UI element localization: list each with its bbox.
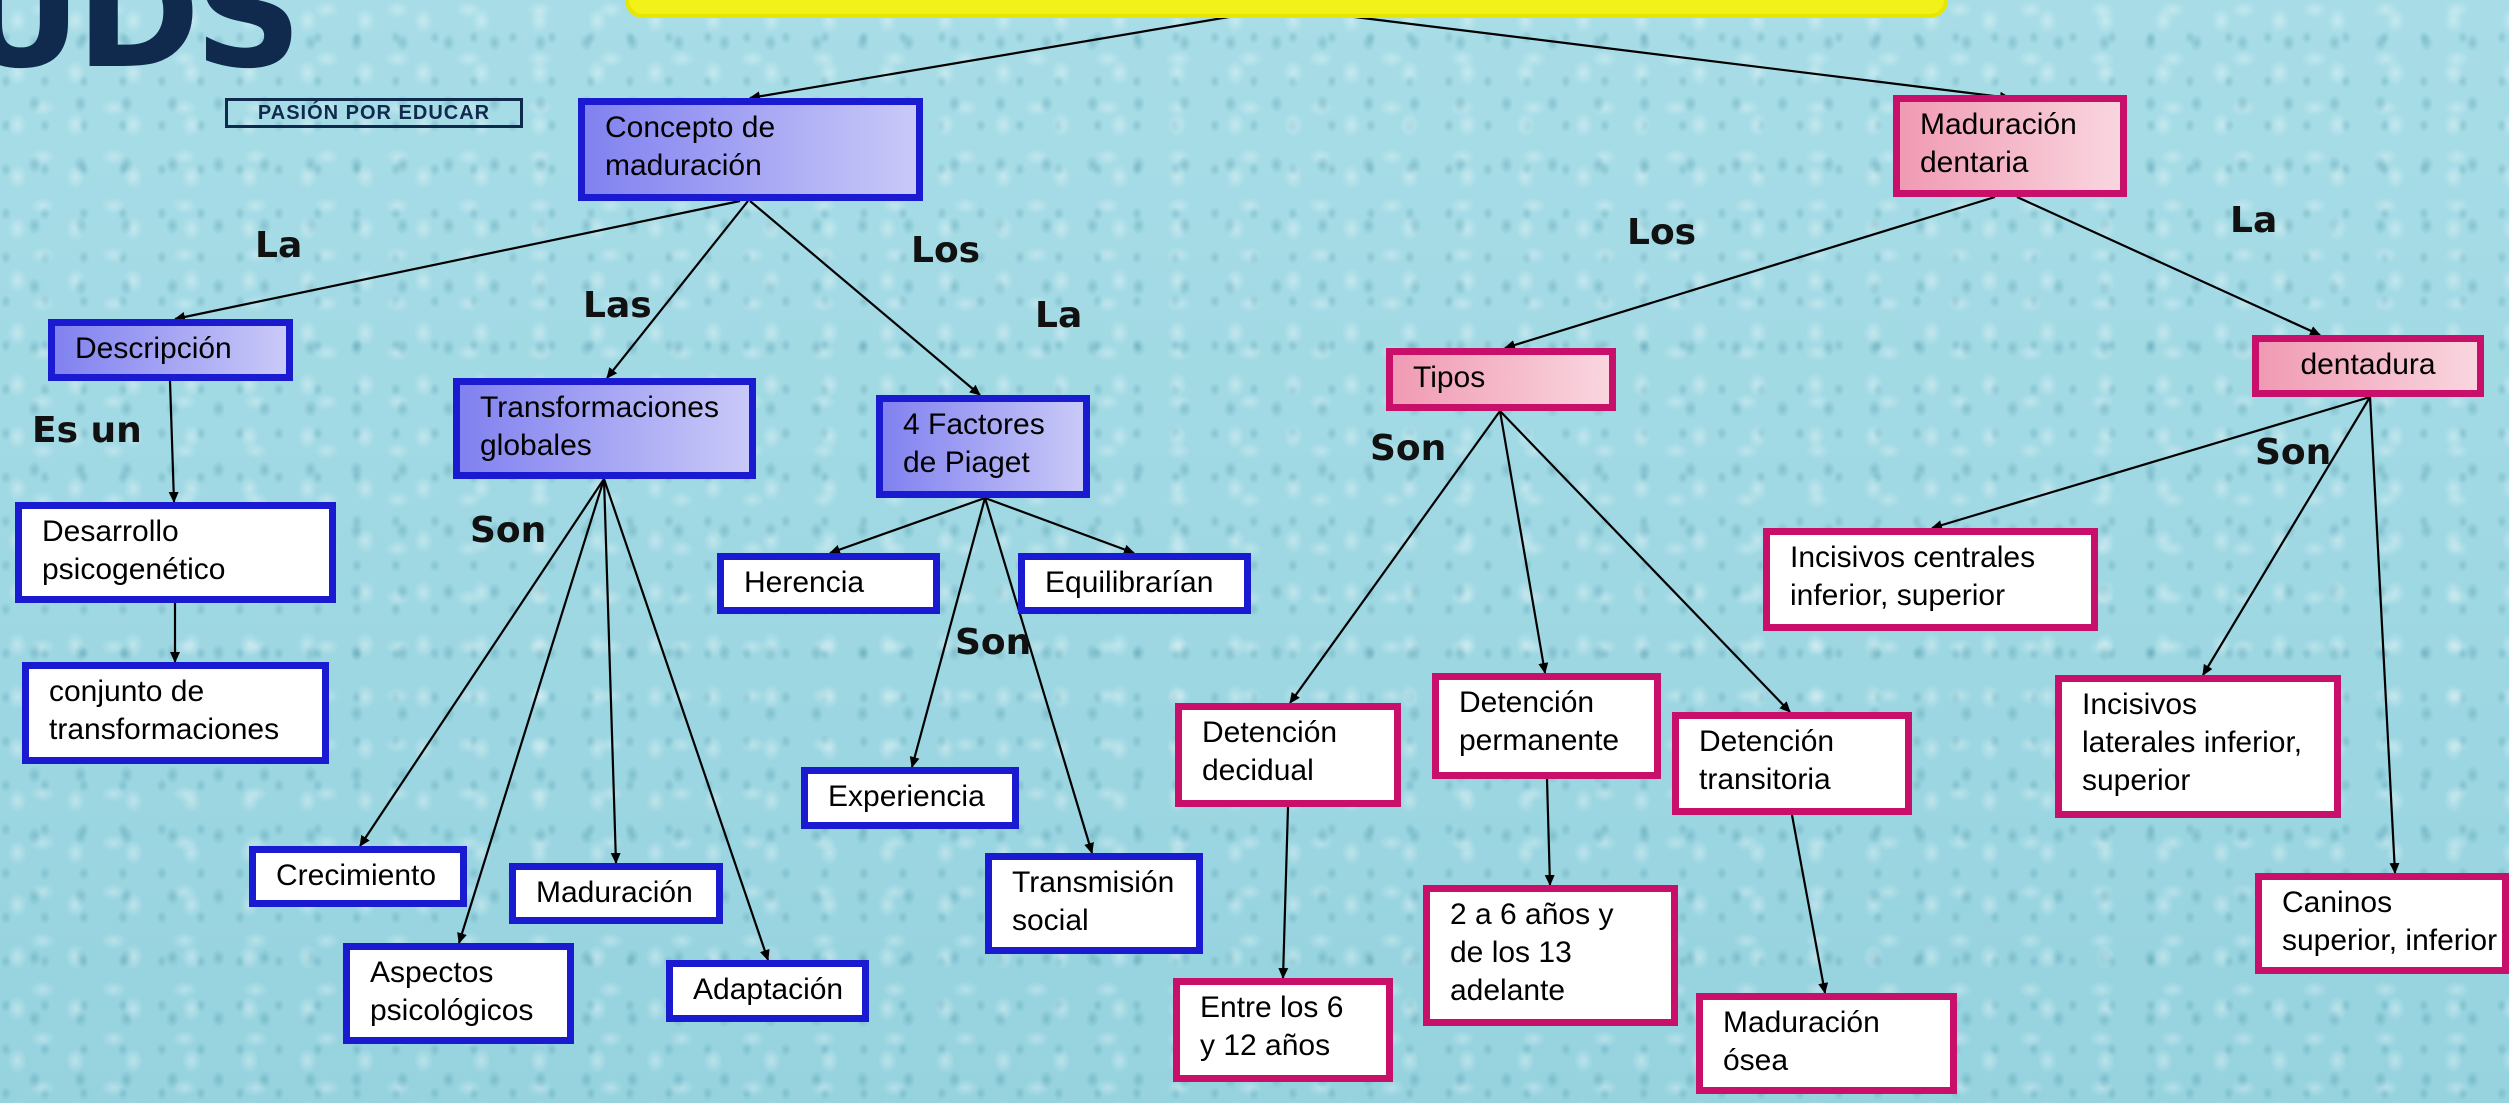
edge-tipos-decidual: [1289, 410, 1501, 704]
edge-transf-aspectos: [457, 478, 606, 944]
edge-factores-experiencia: [909, 497, 987, 768]
node-aspectos: Aspectos psicológicos: [343, 943, 574, 1044]
node-factores: 4 Factores de Piaget: [876, 395, 1090, 498]
node-anios-adelante: 2 a 6 años y de los 13 adelante: [1423, 885, 1678, 1026]
edge-dentadura-caninos: [2368, 396, 2400, 874]
link-label-son: Son: [470, 510, 547, 551]
node-incisivos-centrales: Incisivos centrales inferior, superior: [1763, 528, 2098, 631]
link-label-son: Son: [955, 622, 1032, 663]
link-label-son: Son: [1370, 428, 1447, 469]
node-maduracion: Maduración: [509, 863, 723, 924]
edge-dentaria-dentadura: [2016, 195, 2321, 337]
link-label-la: La: [2230, 200, 2278, 241]
link-label-la: La: [255, 225, 303, 266]
node-maduracion-dentaria: Maduración dentaria: [1893, 95, 2127, 197]
node-entre-anios: Entre los 6 y 12 años: [1173, 978, 1393, 1082]
node-adaptacion: Adaptación: [666, 960, 869, 1022]
node-maduracion-osea: Maduración ósea: [1696, 993, 1957, 1094]
edge-decidual-entre: [1278, 806, 1290, 979]
node-detencion-transitoria: Detención transitoria: [1672, 712, 1912, 815]
node-herencia: Herencia: [717, 553, 940, 614]
edge-factores-equilibrarian: [984, 496, 1135, 555]
edge-descripcion-desarrollo: [168, 380, 179, 503]
edge-permanente-anios: [1544, 778, 1555, 886]
edge-transf-adaptacion: [602, 478, 770, 961]
node-tipos: Tipos: [1386, 348, 1616, 411]
node-detencion-decidual: Detención decidual: [1175, 703, 1401, 807]
edge-factores-transmision: [983, 497, 1094, 854]
node-descripcion: Descripción: [48, 319, 293, 381]
link-label-es-un: Es un: [32, 410, 142, 451]
logo-tagline: PASIÓN POR EDUCAR: [225, 98, 523, 128]
node-conjunto: conjunto de transformaciones: [22, 662, 329, 764]
edge-transf-crecimiento: [359, 478, 605, 847]
edge-tipos-transitoria: [1499, 410, 1791, 713]
edge-concepto-descripcion: [174, 199, 741, 322]
node-experiencia: Experiencia: [801, 767, 1019, 829]
node-concepto: Concepto de maduración: [578, 98, 923, 201]
node-equilibrarian: Equilibrarían: [1018, 553, 1251, 614]
edge-dentadura-centrales: [1931, 395, 2371, 530]
logo: UDS: [0, 0, 302, 102]
link-label-los: Los: [911, 230, 981, 271]
node-crecimiento: Crecimiento: [249, 846, 467, 907]
node-dentadura: dentadura: [2252, 335, 2484, 397]
edge-transf-maduracion: [602, 478, 621, 864]
edge-concepto-factores: [749, 200, 981, 396]
node-detencion-permanente: Detención permanente: [1432, 673, 1661, 779]
edge-factores-herencia: [829, 496, 986, 555]
link-label-son: Son: [2255, 432, 2332, 473]
node-transmision: Transmisión social: [985, 853, 1203, 954]
edge-title-dentaria: [1281, 6, 2011, 102]
edge-dentadura-laterales: [2202, 396, 2371, 676]
edge-tipos-permanente: [1498, 410, 1549, 674]
node-transformaciones: Transformaciones globales: [453, 378, 756, 479]
node-incisivos-laterales: Incisivos laterales inferior, superior: [2055, 675, 2341, 818]
title-banner: [625, 0, 1948, 18]
edge-dentaria-tipos: [1504, 195, 1996, 350]
edge-transitoria-osea: [1790, 814, 1829, 994]
link-label-los: Los: [1627, 212, 1697, 253]
node-desarrollo: Desarrollo psicogenético: [15, 502, 336, 603]
link-label-la: La: [1035, 295, 1083, 336]
node-caninos: Caninos superior, inferior: [2255, 873, 2509, 974]
edge-title-concepto: [749, 6, 1283, 102]
edge-concepto-transformaciones: [606, 200, 749, 379]
link-label-las: Las: [583, 285, 652, 326]
